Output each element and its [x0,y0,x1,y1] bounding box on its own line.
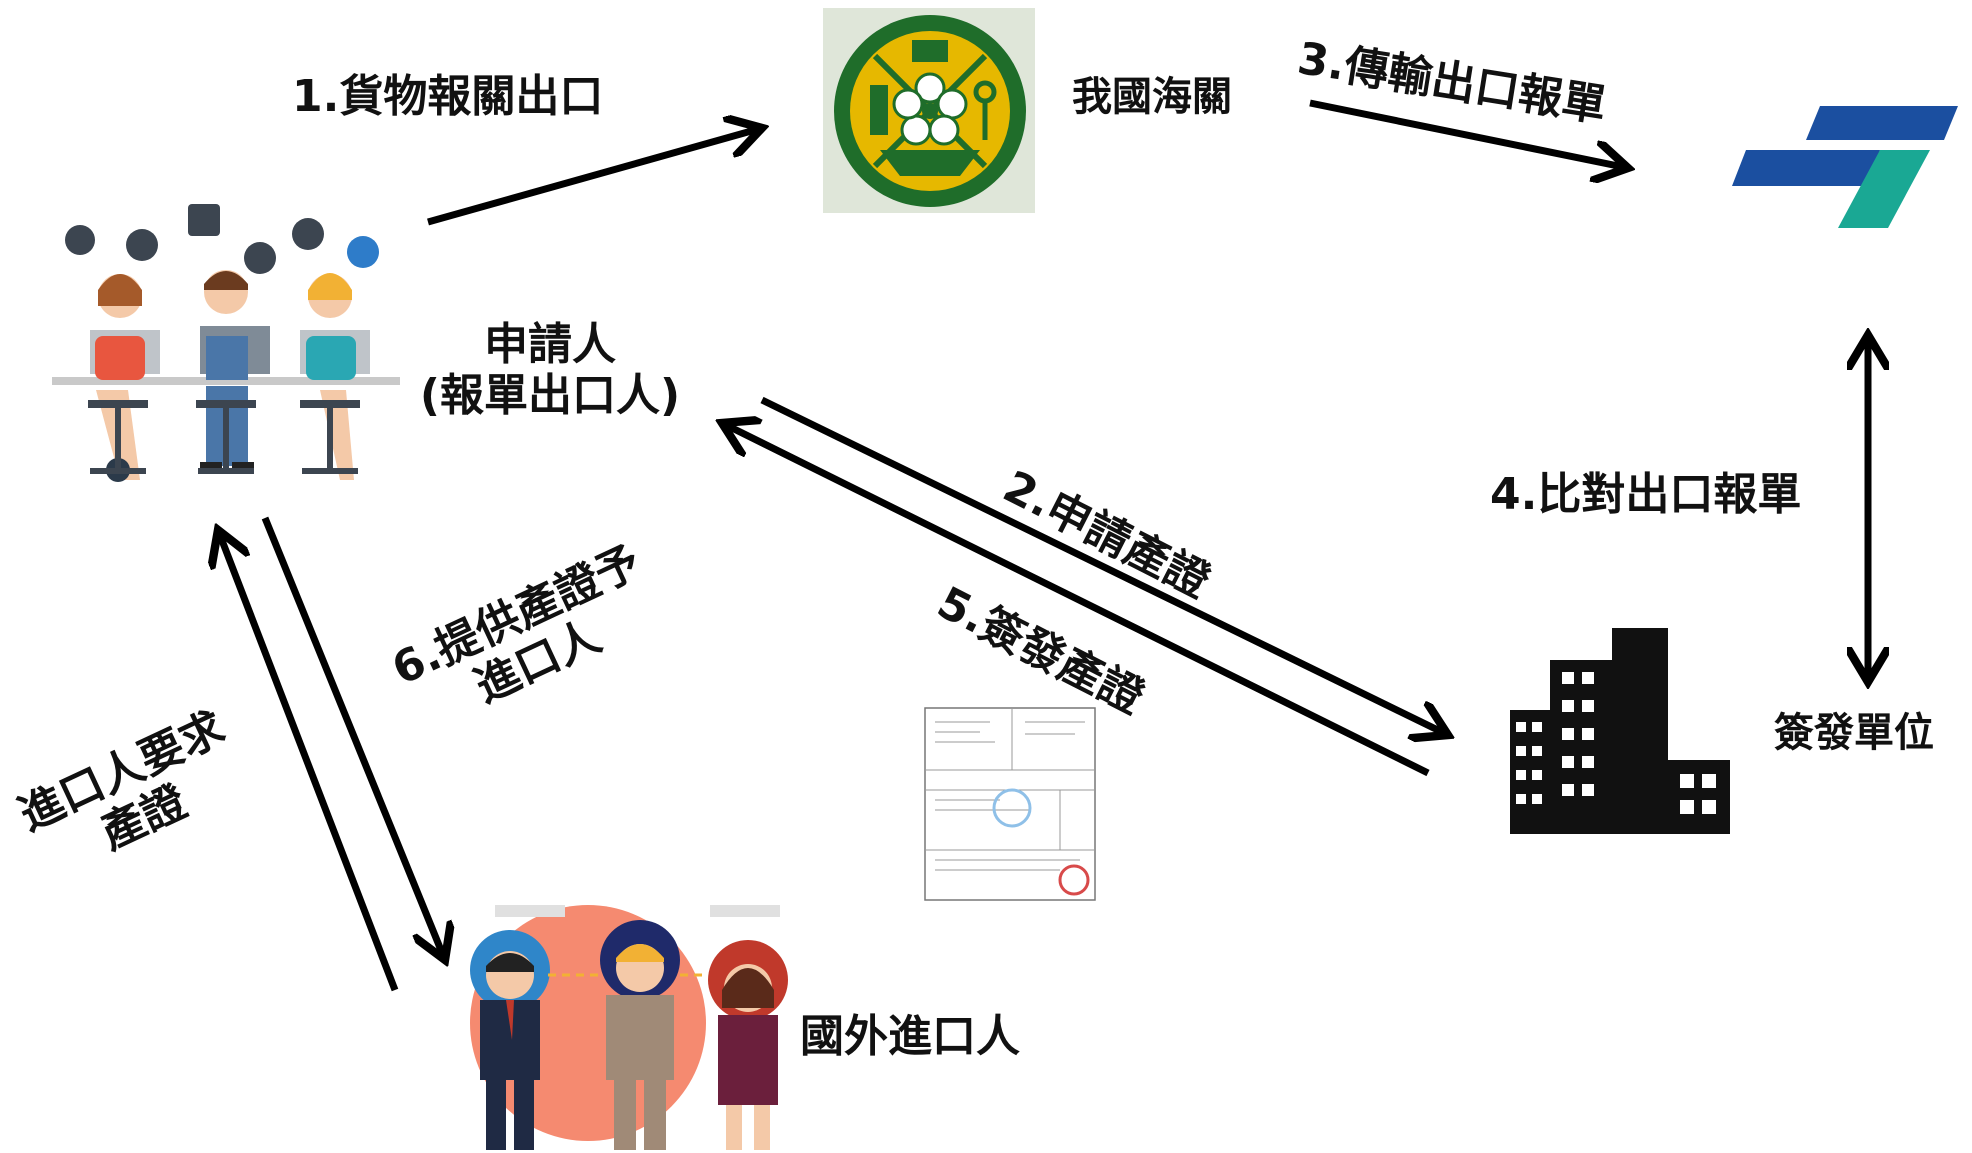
certificate-document-icon [924,707,1096,901]
issuer-building-icon [1510,628,1730,834]
foreign-importers-icon [470,905,788,1150]
step4-label: 4.比對出口報單 [1490,469,1802,520]
arrow-step6 [261,516,445,960]
customs-emblem-icon [823,8,1035,213]
arrow-importer-request [218,530,399,992]
importer-label: 國外進口人 [800,1011,1020,1062]
applicant-label-line2: (報單出口人) [419,369,681,421]
arrow-step1 [427,128,762,226]
arrow-step5 [722,423,1430,777]
customs-label: 我國海關 [1072,74,1232,120]
step1-label: 1.貨物報關出口 [292,71,604,122]
applicant-workers-icon [52,204,400,482]
tradevan-logo-icon [1732,106,1958,228]
issuer-label: 簽發單位 [1774,710,1934,756]
applicant-label: 申請人 (報單出口人) [410,319,690,421]
applicant-label-line1: 申請人 [484,319,616,370]
arrow-step3 [1309,99,1628,168]
arrow-step2 [760,396,1448,735]
